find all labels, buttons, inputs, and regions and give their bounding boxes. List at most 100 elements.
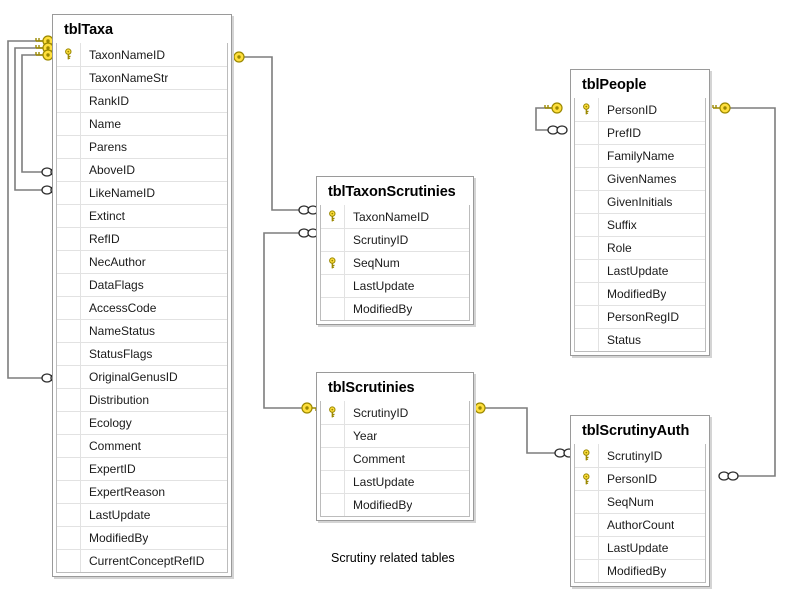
field-row[interactable]: ExpertID [57, 457, 227, 480]
field-name: ModifiedBy [353, 302, 413, 316]
field-row[interactable]: GivenInitials [575, 190, 705, 213]
field-row[interactable]: Distribution [57, 388, 227, 411]
field-name: FamilyName [607, 149, 675, 163]
field-key-gutter [575, 122, 599, 144]
field-name: GivenNames [607, 172, 677, 186]
field-name: AccessCode [89, 301, 157, 315]
field-row[interactable]: AccessCode [57, 296, 227, 319]
link-taxa-aboveid [21, 54, 46, 173]
field-row[interactable]: TaxonNameStr [57, 66, 227, 89]
field-name: NameStatus [89, 324, 156, 338]
field-row[interactable]: TaxonNameID [57, 43, 227, 66]
field-row[interactable]: AboveID [57, 158, 227, 181]
field-name: Year [353, 429, 378, 443]
field-key-gutter [575, 260, 599, 282]
field-name: PersonID [607, 102, 658, 117]
field-row[interactable]: NameStatus [57, 319, 227, 342]
field-key-gutter [57, 228, 81, 250]
field-row[interactable]: Suffix [575, 213, 705, 236]
field-row[interactable]: TaxonNameID [321, 205, 469, 228]
field-row[interactable]: PrefID [575, 121, 705, 144]
field-name: Name [89, 117, 122, 131]
key-end-taxa-2 [35, 42, 54, 54]
field-row[interactable]: Comment [57, 434, 227, 457]
field-row[interactable]: LikeNameID [57, 181, 227, 204]
field-key-gutter [575, 145, 599, 167]
field-row[interactable]: ScrutinyID [575, 444, 705, 467]
field-row[interactable]: ScrutinyID [321, 228, 469, 251]
field-row[interactable]: LastUpdate [57, 503, 227, 526]
field-key-gutter [57, 389, 81, 411]
field-key-gutter [57, 366, 81, 388]
field-key-gutter [57, 205, 81, 227]
field-row[interactable]: Year [321, 424, 469, 447]
field-key-gutter [57, 90, 81, 112]
field-row[interactable]: GivenNames [575, 167, 705, 190]
field-row[interactable]: Role [575, 236, 705, 259]
field-row[interactable]: Parens [57, 135, 227, 158]
field-key-gutter [57, 435, 81, 457]
field-row[interactable]: OriginalGenusID [57, 365, 227, 388]
field-key-gutter [575, 560, 599, 582]
field-key-gutter [57, 481, 81, 503]
table-title-tblScrutinies: tblScrutinies [320, 376, 470, 401]
field-row[interactable]: RefID [57, 227, 227, 250]
field-row[interactable]: CurrentConceptRefID [57, 549, 227, 572]
field-row[interactable]: Comment [321, 447, 469, 470]
field-row[interactable]: ExpertReason [57, 480, 227, 503]
primary-key-icon [57, 43, 81, 66]
field-row[interactable]: PersonID [575, 98, 705, 121]
field-key-gutter [57, 113, 81, 135]
field-row[interactable]: Extinct [57, 204, 227, 227]
field-row[interactable]: StatusFlags [57, 342, 227, 365]
field-key-gutter [575, 283, 599, 305]
field-key-gutter [321, 425, 345, 447]
field-row[interactable]: DataFlags [57, 273, 227, 296]
field-row[interactable]: Name [57, 112, 227, 135]
field-row[interactable]: Status [575, 328, 705, 351]
field-row[interactable]: ModifiedBy [57, 526, 227, 549]
field-row[interactable]: RankID [57, 89, 227, 112]
field-key-gutter [57, 412, 81, 434]
field-name: Parens [89, 140, 128, 154]
field-row[interactable]: ModifiedBy [575, 282, 705, 305]
field-key-gutter [321, 471, 345, 493]
field-name: AboveID [89, 163, 136, 177]
table-title-tblTaxa: tblTaxa [56, 18, 228, 43]
field-row[interactable]: AuthorCount [575, 513, 705, 536]
field-key-gutter [321, 275, 345, 297]
field-row[interactable]: ModifiedBy [321, 297, 469, 320]
link-taxa-likenameid [14, 47, 46, 191]
field-row[interactable]: LastUpdate [575, 536, 705, 559]
field-key-gutter [321, 448, 345, 470]
field-key-gutter [57, 458, 81, 480]
field-row[interactable]: FamilyName [575, 144, 705, 167]
field-name: ModifiedBy [607, 287, 667, 301]
field-row[interactable]: SeqNum [321, 251, 469, 274]
field-name: ExpertReason [89, 485, 166, 499]
field-name: DataFlags [89, 278, 144, 292]
field-row[interactable]: LastUpdate [321, 274, 469, 297]
field-row[interactable]: LastUpdate [575, 259, 705, 282]
field-row[interactable]: NecAuthor [57, 250, 227, 273]
field-row[interactable]: ModifiedBy [575, 559, 705, 582]
field-row[interactable]: PersonRegID [575, 305, 705, 328]
field-key-gutter [57, 251, 81, 273]
field-row[interactable]: Ecology [57, 411, 227, 434]
field-row[interactable]: ModifiedBy [321, 493, 469, 516]
field-key-gutter [575, 306, 599, 328]
field-row[interactable]: PersonID [575, 467, 705, 490]
field-row[interactable]: ScrutinyID [321, 401, 469, 424]
field-row[interactable]: LastUpdate [321, 470, 469, 493]
field-row[interactable]: SeqNum [575, 490, 705, 513]
field-name: ModifiedBy [607, 564, 667, 578]
field-name: PersonID [607, 472, 658, 486]
link-scrutinies-scrutinyauth [483, 407, 566, 454]
